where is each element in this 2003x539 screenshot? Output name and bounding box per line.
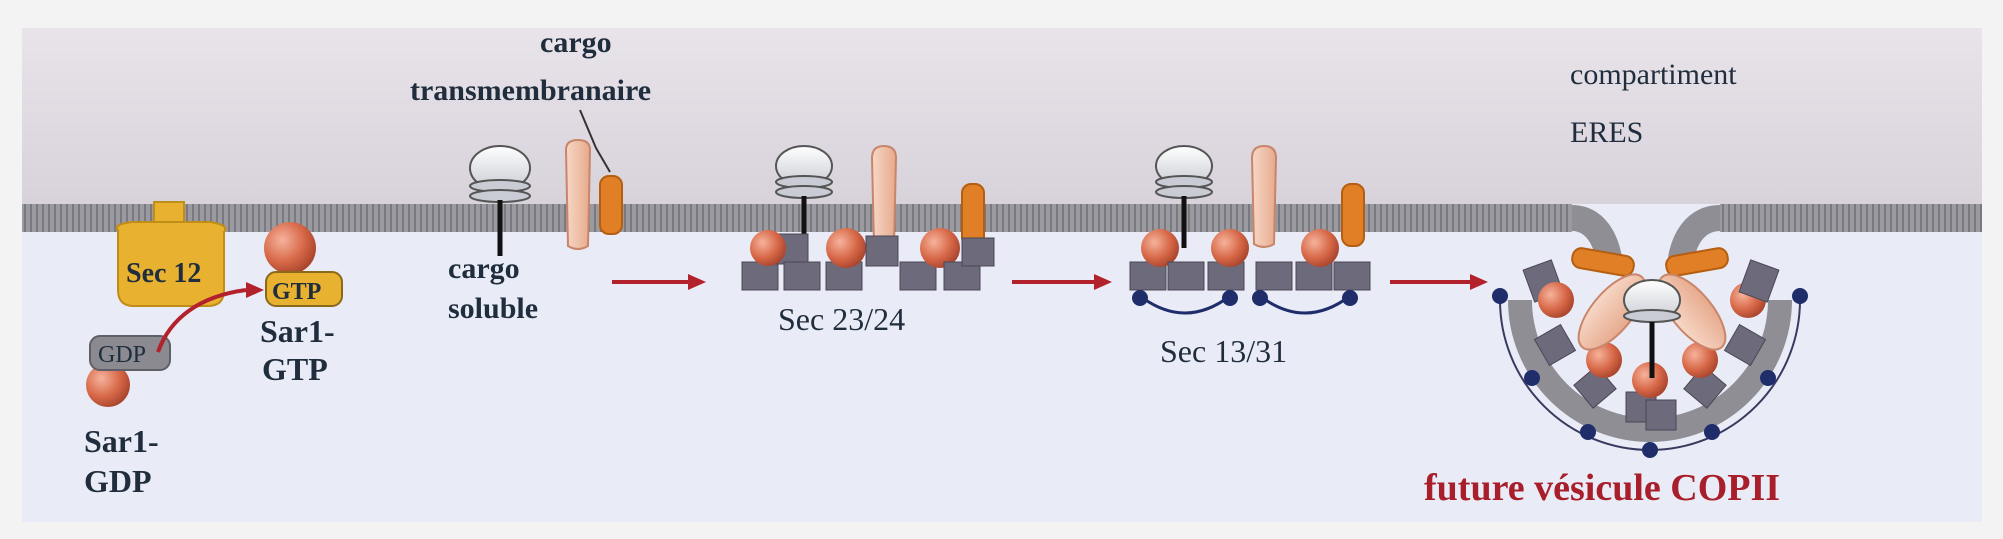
compartment-label-line1: compartiment [1570, 58, 1737, 91]
step-arrow-1-head [688, 274, 706, 290]
sar1-gtp-label-line2: GTP [262, 351, 328, 387]
step-arrow-2-head [1094, 274, 1112, 290]
sec23-24-coat [741, 144, 995, 291]
cargo-soluble-label-line2: soluble [448, 292, 538, 325]
cargo-tm-label-line2: transmembranaire [410, 74, 651, 107]
sec13-31-coat [1129, 144, 1371, 315]
orange-cargo [599, 175, 623, 235]
membrane-bilayer-right [1720, 204, 1982, 232]
gdp-gtp-exchange-arrow [156, 288, 247, 353]
cargo-tm-pointer [579, 109, 611, 173]
copii-vesicle [1492, 247, 1808, 458]
sec2324-label: Sec 23/24 [778, 301, 905, 337]
sar1-gtp-sphere [264, 222, 316, 274]
vesicle-label: future vésicule COPII [1424, 467, 1780, 509]
cargo-soluble-label-line1: cargo [448, 252, 520, 285]
gdp-badge-label: GDP [98, 342, 146, 368]
membrane-bilayer [22, 204, 1572, 232]
gdp-badge [89, 335, 171, 371]
exchange-arrowhead [246, 282, 264, 298]
lumen-region [22, 28, 1982, 204]
transmembrane-cargo [564, 138, 592, 250]
soluble-cargo-receptor [469, 145, 531, 256]
gtp-badge-label: GTP [272, 279, 321, 305]
step-arrow-3-head [1470, 274, 1488, 290]
gtp-badge [265, 271, 343, 307]
sec12-label: Sec 12 [126, 258, 201, 289]
sar1-gdp-label-line1: Sar1- [84, 423, 159, 459]
sar1-gdp-sphere [86, 363, 130, 407]
sec1331-label: Sec 13/31 [1160, 333, 1287, 369]
sar1-gtp-label-line1: Sar1- [260, 313, 335, 349]
cargo-tm-label-line1: cargo [540, 26, 612, 59]
sec12-complex [115, 201, 227, 307]
sar1-gdp-label-line2: GDP [84, 463, 152, 499]
compartment-label-line2: ERES [1570, 116, 1643, 149]
